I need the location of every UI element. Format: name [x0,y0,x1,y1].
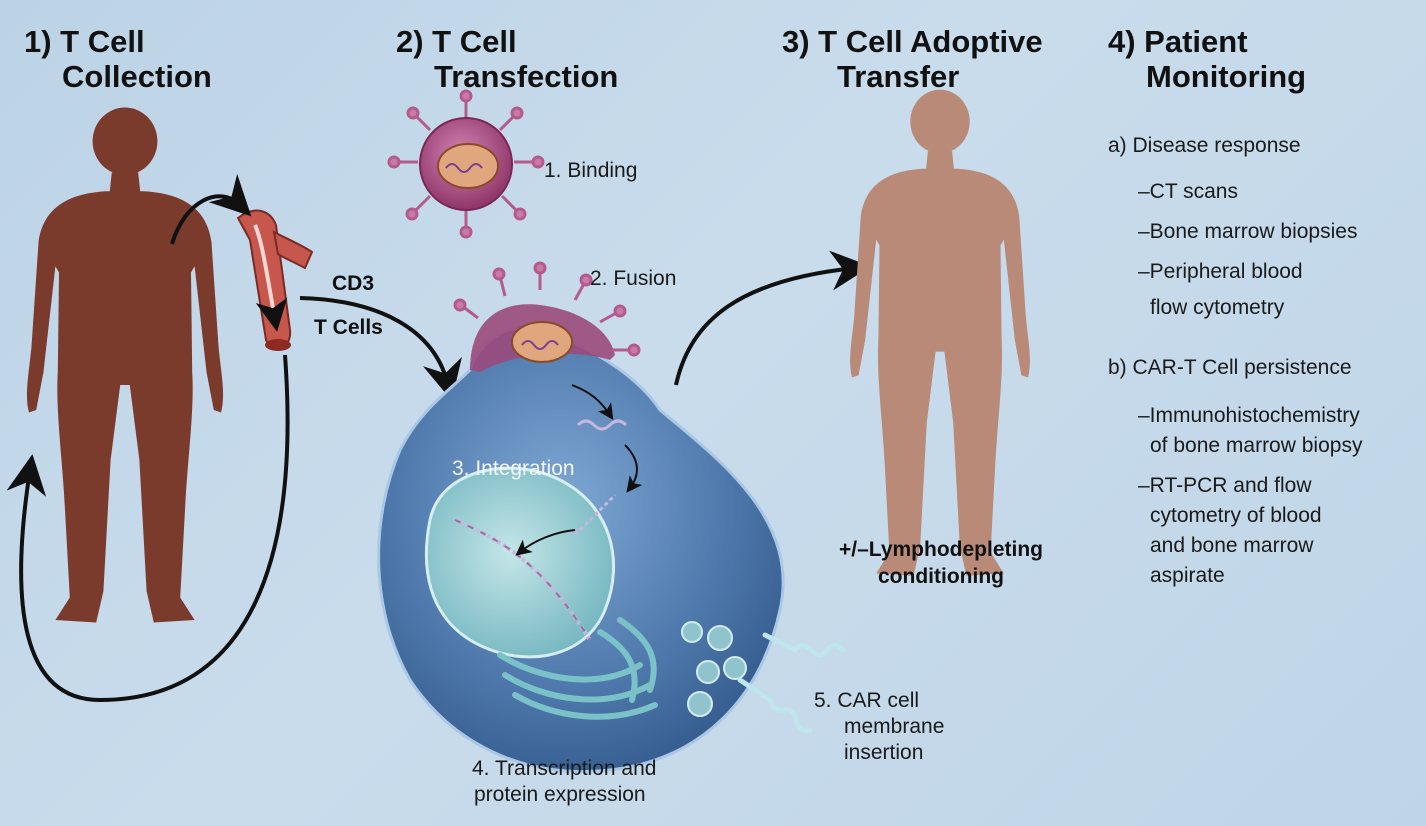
persistence-item: –Immunohistochemistry [1138,404,1360,427]
disease-item: –Bone marrow biopsies [1138,220,1358,243]
arrow-vessel-to-patient [6,354,290,703]
arrow-tcells-to-transfection [299,296,462,401]
transcription-label: 4. Transcription and protein expression [472,757,657,806]
arrow-blood-to-vessel [170,173,252,245]
persistence-item: and bone marrow [1150,534,1314,557]
persistence-item: aspirate [1150,564,1225,587]
disease-response-heading: a) Disease response [1108,134,1301,157]
persistence-item: of bone marrow biopsy [1150,434,1363,457]
fusion-label: 2. Fusion [590,267,677,290]
binding-label: 1. Binding [544,159,638,182]
heading-step2: 2) T Cell Transfection [396,24,619,94]
patient-transfer-figure [850,89,1030,576]
cd3-label: CD3 [332,272,375,295]
disease-item: flow cytometry [1150,296,1285,319]
heading-step1: 1) T Cell Collection [24,24,212,94]
heading-step4: 4) Patient Monitoring [1108,24,1307,94]
conditioning-label: +/–Lymphodepleting conditioning [839,538,1043,588]
tcells-label: T Cells [314,316,383,339]
membrane-insertion-label: 5. CAR cell membrane insertion [814,689,945,764]
persistence-item: cytometry of blood [1150,504,1322,527]
heading-step3: 3) T Cell Adoptive Transfer [782,24,1043,94]
disease-item: –CT scans [1138,180,1238,203]
persistence-heading: b) CAR-T Cell persistence [1108,356,1352,379]
blood-vessel [236,209,314,351]
integration-label: 3. Integration [452,457,575,480]
t-cell [377,261,846,773]
patient-collection-figure [26,107,224,623]
arrow-to-transfer [674,250,871,386]
persistence-item: –RT-PCR and flow [1138,474,1312,497]
virus-binding [387,89,545,239]
disease-item: –Peripheral blood [1138,260,1303,283]
